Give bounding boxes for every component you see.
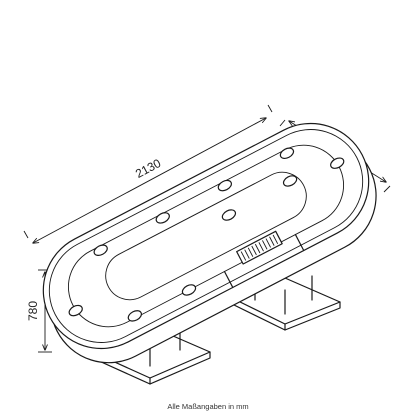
playing-field [105, 171, 307, 301]
cup-holder [217, 179, 233, 192]
cup-holder [282, 175, 298, 187]
length-dimension-line [33, 118, 266, 243]
height-label: 780 [26, 301, 40, 321]
cup-holder [93, 244, 108, 256]
cup-holders [68, 147, 345, 322]
width-extension-top [279, 119, 286, 127]
poker-table [42, 122, 377, 385]
cup-holder [221, 209, 237, 221]
width-extension-bottom [383, 185, 391, 193]
cup-holder [279, 147, 295, 160]
length-extension-left [23, 230, 29, 239]
length-extension-right [267, 104, 273, 113]
cup-holder [68, 304, 83, 317]
units-note: Alle Maßangaben in mm [167, 402, 248, 411]
cup-holder [330, 157, 345, 169]
cup-holder [127, 310, 142, 322]
table-body [42, 122, 377, 364]
chip-tray [236, 230, 283, 265]
cup-holder [155, 212, 170, 224]
cup-holder [181, 284, 197, 296]
dealer-cutout [223, 233, 305, 289]
length-label: 2130 [133, 156, 163, 181]
